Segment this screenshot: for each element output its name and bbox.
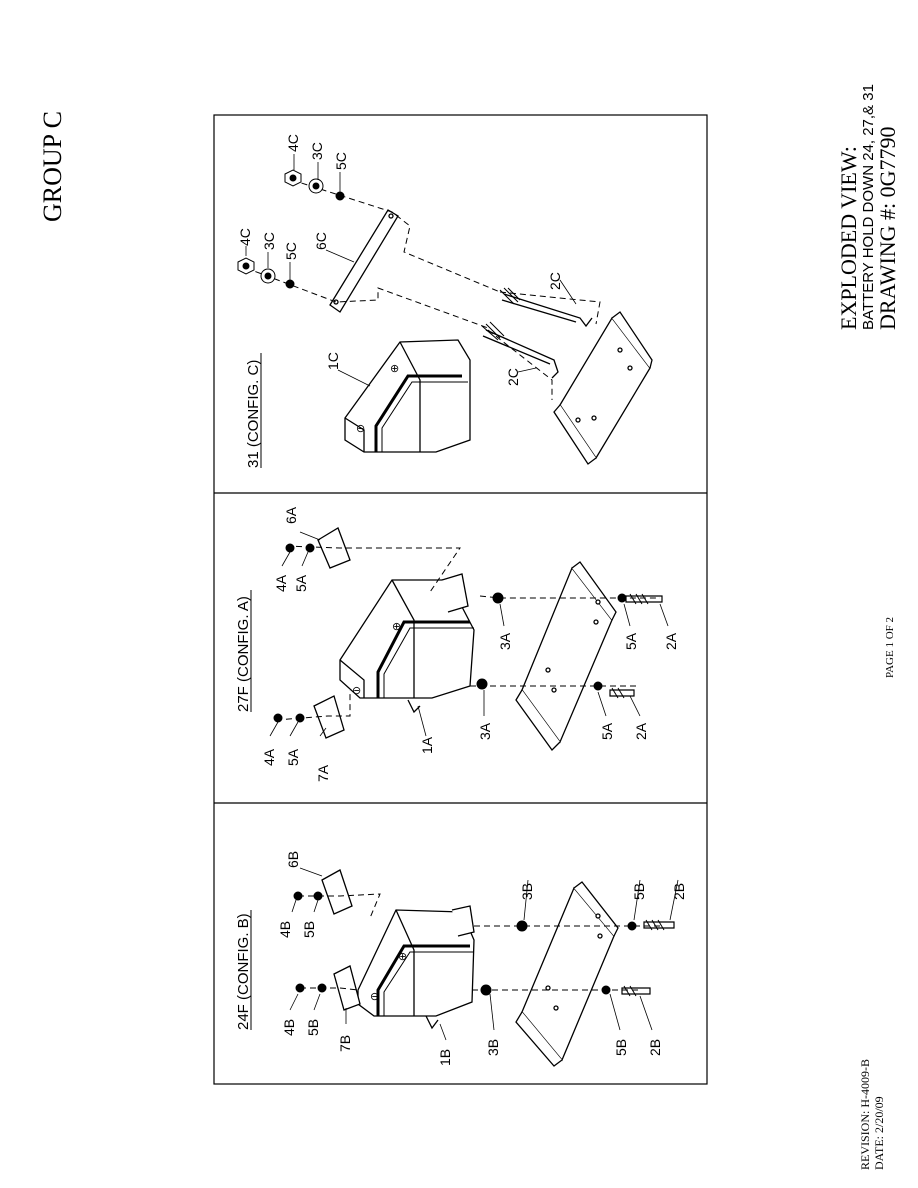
bolts-2b bbox=[621, 919, 675, 997]
leaders-b bbox=[289, 867, 679, 1041]
callout-2a-b: 2A bbox=[663, 632, 679, 650]
leaders-c bbox=[245, 154, 577, 387]
callout-5b-d: 5B bbox=[631, 883, 647, 900]
panel-a-header: 27F (CONFIG. A) bbox=[235, 596, 252, 712]
bar-7b bbox=[333, 965, 361, 1011]
callout-2c-b: 2C bbox=[547, 272, 563, 290]
callout-3b-a: 3B bbox=[485, 1039, 501, 1056]
callout-7a: 7A bbox=[315, 764, 331, 782]
bar-6c bbox=[329, 209, 399, 313]
callout-6a: 6A bbox=[283, 506, 299, 524]
leaders-a bbox=[269, 531, 669, 737]
tray-a bbox=[515, 561, 617, 752]
callout-5c-b: 5C bbox=[333, 152, 349, 170]
outer-border bbox=[213, 114, 708, 1085]
callout-4a-a: 4A bbox=[261, 748, 277, 766]
hardware-b bbox=[293, 891, 637, 996]
callout-5a-c: 5A bbox=[599, 722, 615, 740]
callout-1a: 1A bbox=[419, 736, 435, 754]
callout-5a-a: 5A bbox=[285, 748, 301, 766]
panel-c-header: 31 (CONFIG. C) bbox=[245, 360, 262, 468]
panel-config-b: 24F (CONFIG. B) ⊖ ⊕ bbox=[235, 851, 687, 1067]
callout-4c-b: 4C bbox=[285, 134, 301, 152]
bar-6b bbox=[321, 869, 353, 915]
svg-text:⊖: ⊖ bbox=[352, 685, 361, 697]
bar-6a bbox=[317, 527, 351, 569]
callout-4a-b: 4A bbox=[273, 574, 289, 592]
svg-text:⊖: ⊖ bbox=[370, 991, 379, 1003]
callout-5c-a: 5C bbox=[283, 242, 299, 260]
hardware-c-right bbox=[284, 169, 345, 201]
tray-c bbox=[553, 311, 653, 465]
callout-7b: 7B bbox=[337, 1035, 353, 1052]
callout-5b-b: 5B bbox=[301, 921, 317, 938]
svg-text:⊕: ⊕ bbox=[398, 951, 407, 963]
callout-3b-b: 3B bbox=[519, 883, 535, 900]
assembly-lines-c bbox=[245, 179, 601, 400]
panel-config-a: 27F (CONFIG. A) ⊖ ⊕ bbox=[235, 506, 679, 782]
callout-3a-b: 3A bbox=[497, 632, 513, 650]
svg-text:⊖: ⊖ bbox=[356, 423, 365, 435]
svg-text:⊕: ⊕ bbox=[390, 363, 399, 375]
j-rods-2c bbox=[481, 287, 593, 379]
svg-text:⊕: ⊕ bbox=[392, 621, 401, 633]
bar-7a bbox=[313, 695, 345, 739]
callout-5a-d: 5A bbox=[623, 632, 639, 650]
callout-4b-b: 4B bbox=[277, 921, 293, 938]
hardware-a bbox=[273, 543, 627, 723]
callout-5b-c: 5B bbox=[613, 1039, 629, 1056]
callout-1c: 1C bbox=[325, 352, 341, 370]
callout-3c-a: 3C bbox=[261, 232, 277, 250]
callout-6b: 6B bbox=[285, 851, 301, 868]
panel-config-c: 31 (CONFIG. C) ⊖ ⊕ bbox=[237, 134, 653, 468]
callout-3c-b: 3C bbox=[309, 142, 325, 160]
hardware-c-left bbox=[237, 257, 295, 289]
callout-4c-a: 4C bbox=[237, 228, 253, 246]
callout-5b-a: 5B bbox=[305, 1019, 321, 1036]
tray-b bbox=[515, 881, 619, 1067]
callout-6c: 6C bbox=[313, 232, 329, 250]
callout-2a-a: 2A bbox=[633, 722, 649, 740]
callout-2b-b: 2B bbox=[671, 883, 687, 900]
callout-3a-a: 3A bbox=[477, 722, 493, 740]
callout-1b: 1B bbox=[437, 1049, 453, 1066]
callout-2b-a: 2B bbox=[647, 1039, 663, 1056]
callout-5a-b: 5A bbox=[293, 574, 309, 592]
callout-2c-a: 2C bbox=[505, 368, 521, 386]
panel-b-header: 24F (CONFIG. B) bbox=[235, 913, 252, 1030]
battery-1a: ⊖ ⊕ bbox=[339, 573, 475, 714]
battery-1c: ⊖ ⊕ bbox=[344, 339, 471, 453]
battery-1b: ⊖ ⊕ bbox=[357, 905, 475, 1030]
callout-4b-a: 4B bbox=[281, 1019, 297, 1036]
